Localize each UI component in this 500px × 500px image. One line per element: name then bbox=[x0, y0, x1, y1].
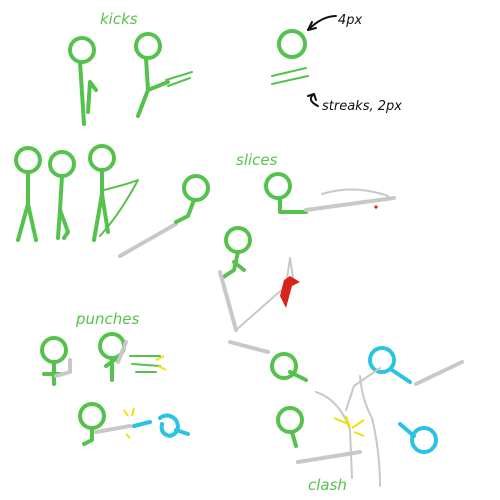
punch-spark-2 bbox=[123, 407, 135, 439]
clash-spark bbox=[333, 415, 365, 437]
label-slices: slices bbox=[236, 151, 278, 169]
standing-figure-2 bbox=[48, 150, 76, 240]
label-streaks-note: streaks, 2px bbox=[322, 99, 402, 114]
clash-figure-cyan-top bbox=[345, 346, 464, 411]
slice-figure-2 bbox=[264, 172, 396, 214]
clash-figure-cyan-bottom bbox=[359, 375, 438, 487]
kick-figure-2 bbox=[134, 32, 193, 118]
punch-figure-3 bbox=[78, 402, 190, 446]
slice-figure-3 bbox=[218, 226, 300, 332]
standing-figure-3 bbox=[88, 144, 139, 242]
arrow-to-streaks-annotation bbox=[307, 93, 319, 107]
slice-figure-1 bbox=[118, 174, 210, 258]
example-streaks-2px bbox=[271, 67, 309, 85]
blood-splash bbox=[280, 276, 300, 308]
clash-figure-green-top bbox=[228, 340, 308, 382]
standing-figure-1 bbox=[14, 146, 42, 242]
label-kicks: kicks bbox=[100, 10, 138, 28]
label-clash: clash bbox=[308, 476, 347, 494]
arrow-to-head-annotation bbox=[307, 15, 337, 31]
label-size-note: 4px bbox=[338, 13, 363, 28]
kick-figure-1 bbox=[68, 36, 98, 126]
punch-figure-2 bbox=[98, 332, 167, 382]
example-head-4px bbox=[277, 29, 307, 59]
label-punches: punches bbox=[75, 310, 140, 328]
blood-drop bbox=[374, 205, 378, 209]
punch-spark-1 bbox=[155, 355, 167, 371]
punch-figure-1 bbox=[40, 336, 72, 386]
clash-figure-green-bottom bbox=[276, 391, 365, 479]
